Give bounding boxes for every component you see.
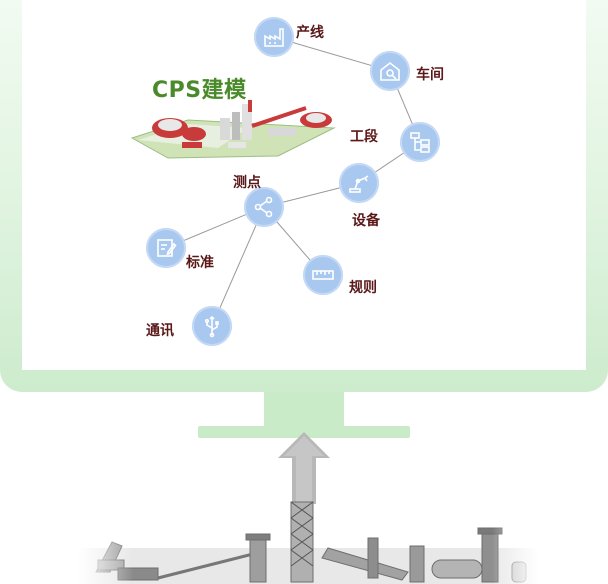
ruler-icon — [312, 270, 334, 280]
label-rules: 规则 — [349, 280, 377, 296]
upward-arrow — [278, 432, 330, 504]
label-standard: 标准 — [186, 255, 214, 271]
node-production-line[interactable] — [254, 17, 294, 57]
diagram-title: CPS建模 — [152, 78, 247, 103]
usb-icon — [204, 315, 219, 338]
label-measuring-point: 测点 — [233, 175, 261, 191]
node-communication[interactable] — [192, 306, 232, 346]
label-production-line: 产线 — [296, 25, 324, 41]
node-section[interactable] — [400, 122, 440, 162]
hierarchy-icon — [410, 132, 430, 153]
monitor-screen — [22, 0, 586, 370]
node-equipment[interactable] — [339, 163, 379, 203]
node-workshop[interactable] — [370, 51, 410, 91]
node-standard[interactable] — [146, 228, 186, 268]
label-section: 工段 — [350, 129, 378, 145]
factory-icon — [264, 28, 284, 47]
house-tool-icon — [380, 61, 400, 81]
node-measuring-point[interactable] — [244, 187, 284, 227]
label-workshop: 车间 — [416, 67, 444, 83]
robot-arm-icon — [349, 175, 369, 193]
node-rules[interactable] — [303, 255, 343, 295]
monitor-neck — [264, 392, 344, 426]
factory-silhouette — [78, 488, 538, 584]
cement-plant-image — [130, 100, 336, 159]
share-nodes-icon — [254, 196, 273, 218]
edit-document-icon — [157, 239, 177, 257]
label-communication: 通讯 — [146, 323, 174, 339]
label-equipment: 设备 — [352, 213, 380, 229]
node-connections — [165, 36, 421, 327]
